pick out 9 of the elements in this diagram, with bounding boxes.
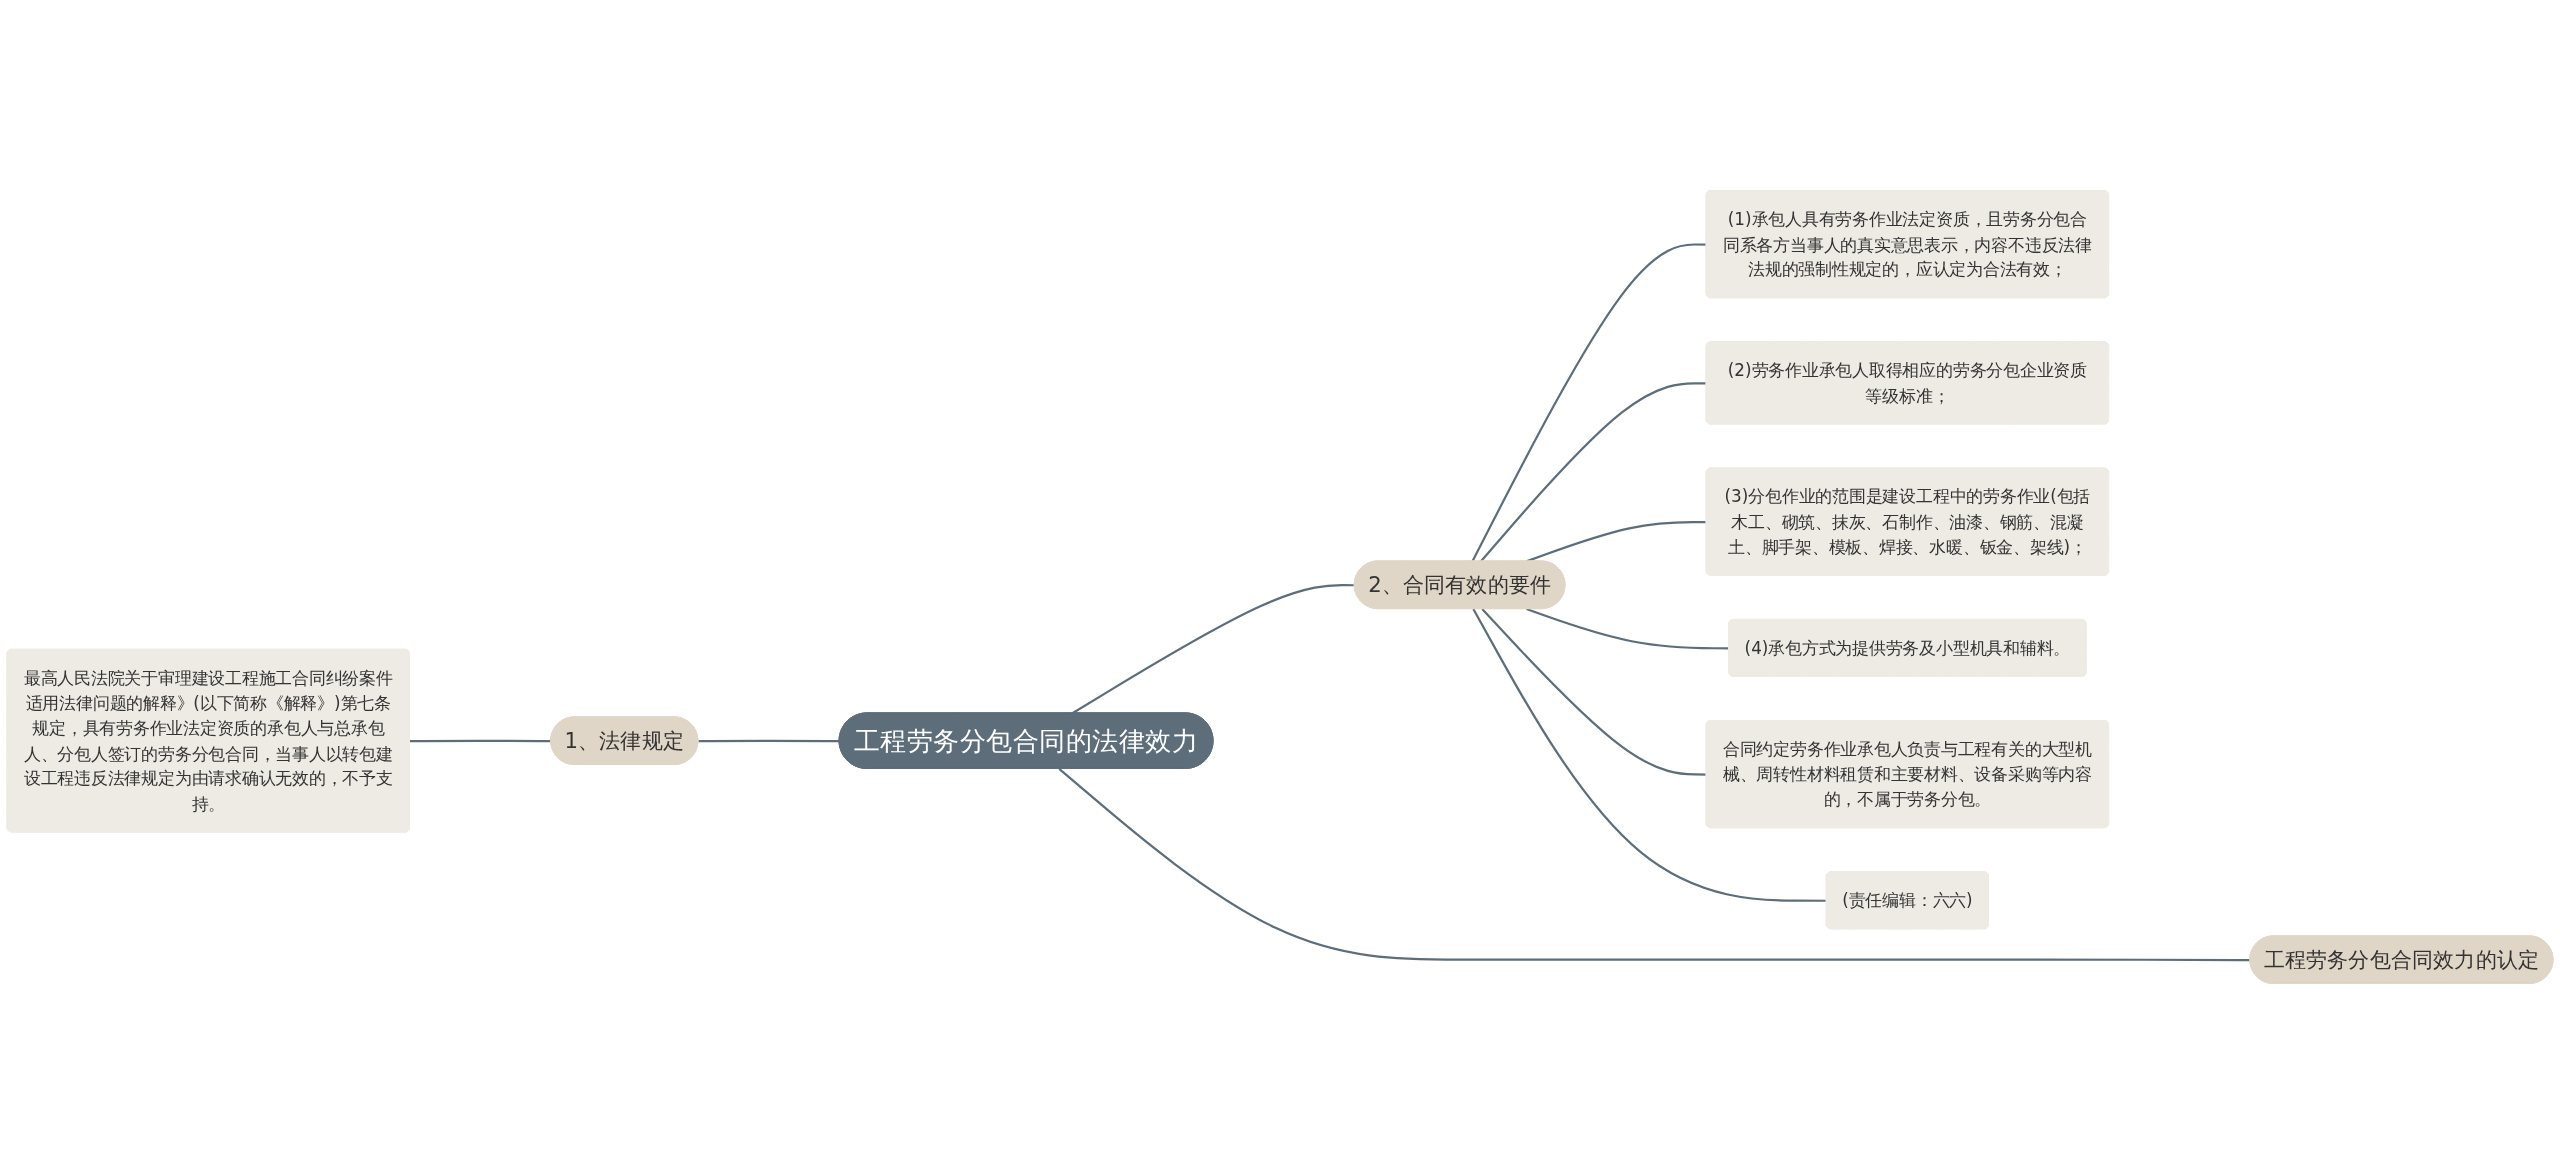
connector	[1526, 607, 1730, 649]
connector	[1058, 767, 2251, 961]
connector	[698, 739, 840, 742]
connector	[409, 739, 552, 742]
connector	[1481, 607, 1707, 776]
connector	[1479, 381, 1707, 562]
connector	[1471, 242, 1707, 562]
connector	[1071, 583, 1355, 714]
connector	[1472, 608, 1827, 902]
